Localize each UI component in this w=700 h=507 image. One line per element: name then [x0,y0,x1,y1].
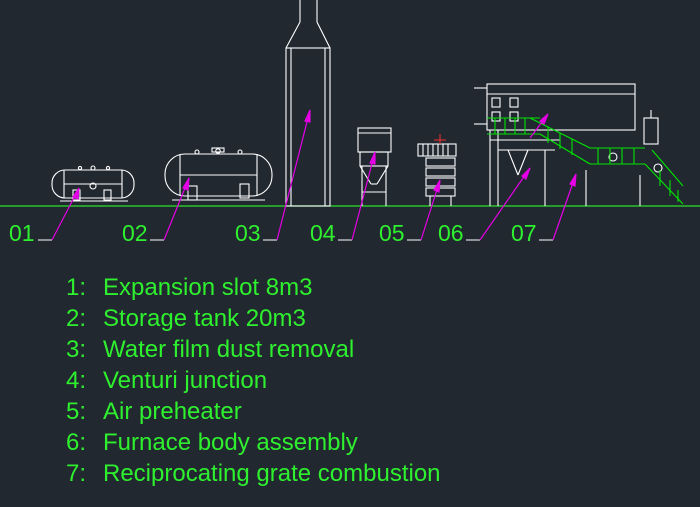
callout-02: 02 [122,220,148,246]
platform-grating [487,117,684,205]
legend-item-number: 2: [66,305,87,332]
air-preheater [417,134,457,206]
legend-item-number: 7: [66,460,87,487]
legend-item: 6: Furnace body assembly [66,427,441,458]
callout-04: 04 [310,220,336,246]
legend-item: 1: Expansion slot 8m3 [66,272,441,303]
legend-item-text: Storage tank 20m3 [103,305,306,332]
legend-item-number: 4: [66,367,87,394]
legend-item-text: Reciprocating grate combustion [103,460,441,487]
legend-item-number: 5: [66,398,87,425]
legend-item: 2: Storage tank 20m3 [66,303,441,334]
leader-arrows [51,109,577,241]
legend-item-text: Air preheater [103,398,242,425]
storage-tank [164,147,273,201]
legend-item: 4: Venturi junction [66,365,441,396]
callout-03: 03 [235,220,261,246]
legend-item-number: 1: [66,274,87,301]
legend-item-text: Furnace body assembly [103,429,358,456]
legend-item: 5: Air preheater [66,396,441,427]
callout-07: 07 [511,220,537,246]
legend-item-text: Expansion slot 8m3 [103,274,313,301]
legend-item-text: Venturi junction [103,367,268,394]
legend-item-number: 3: [66,336,87,363]
furnace-body [474,83,663,206]
legend-item-text: Water film dust removal [103,336,355,363]
callout-05: 05 [379,220,405,246]
expansion-tank [51,165,135,202]
legend-item-number: 6: [66,429,87,456]
legend-item: 7: Reciprocating grate combustion [66,458,441,489]
equipment-legend: 1: Expansion slot 8m3 2: Storage tank 20m3… [66,272,441,489]
callout-01: 01 [9,220,35,246]
legend-item: 3: Water film dust removal [66,334,441,365]
callout-06: 06 [438,220,464,246]
venturi-junction [357,127,392,206]
water-film-dust-collector [285,0,331,207]
